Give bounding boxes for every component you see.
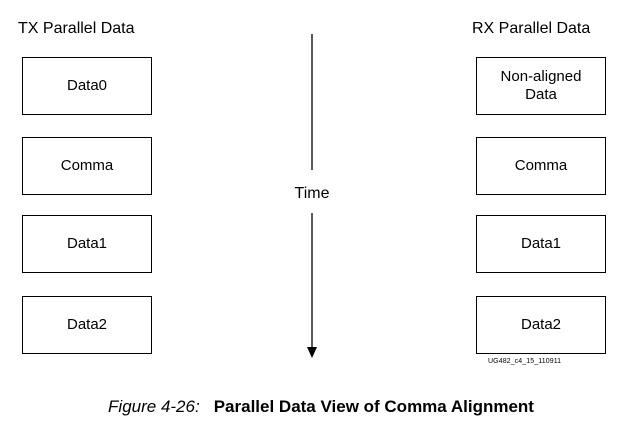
tx-block-label: Data1	[66, 235, 108, 252]
figure-title: Parallel Data View of Comma Alignment	[213, 397, 534, 416]
rx-block-label: Comma	[514, 157, 568, 174]
rx-block-non-aligned-data: Non-aligned Data	[476, 57, 606, 115]
tx-block-label: Comma	[60, 157, 114, 174]
figure-caption: Figure 4-26: Parallel Data View of Comma …	[0, 397, 642, 417]
time-label: Time	[294, 185, 330, 202]
rx-block-label: Data1	[520, 235, 562, 252]
rx-column-title: RX Parallel Data	[472, 20, 591, 37]
tx-block-label: Data0	[66, 77, 108, 94]
figure-id-tag: UG482_c4_15_110911	[488, 358, 562, 365]
rx-block-comma: Comma	[476, 137, 606, 195]
tx-column-title: TX Parallel Data	[18, 20, 135, 37]
rx-block-data1: Data1	[476, 215, 606, 273]
rx-block-label: Data2	[520, 316, 562, 333]
tx-block-label: Data2	[66, 316, 108, 333]
tx-block-data1: Data1	[22, 215, 152, 273]
tx-block-data2: Data2	[22, 296, 152, 354]
tx-block-comma: Comma	[22, 137, 152, 195]
time-arrow-head	[307, 347, 317, 358]
rx-block-data2: Data2	[476, 296, 606, 354]
figure-number: Figure 4-26:	[108, 397, 200, 416]
tx-block-data0: Data0	[22, 57, 152, 115]
rx-block-label: Non-aligned Data	[500, 68, 582, 103]
